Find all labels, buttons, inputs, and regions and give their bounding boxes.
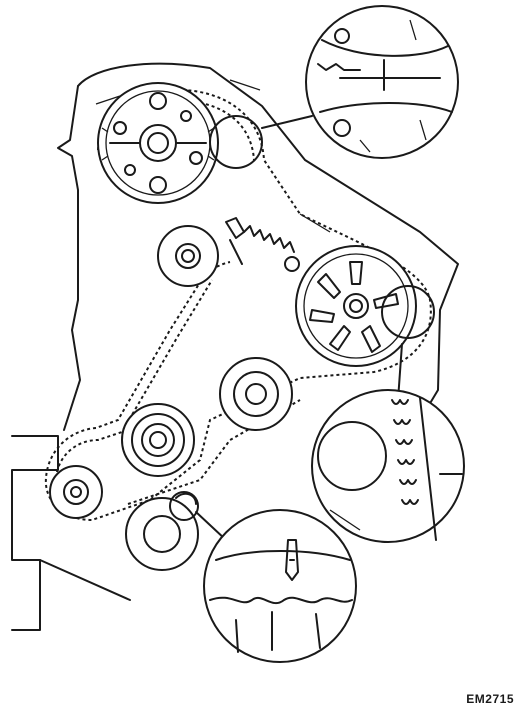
detail-pump-mark [311,389,465,543]
engine-block-outline [11,62,459,631]
belt-tensioner-pulley [157,225,219,287]
crankshaft-pulley [125,492,199,571]
detail-crank-mark [203,509,357,663]
water-pump-pulley [121,403,195,477]
injection-pump-sprocket [295,245,417,367]
camshaft-sprocket [97,82,219,204]
crankshaft-sprocket [49,465,103,519]
detail-leaders [169,115,435,541]
idler-pulley [219,357,293,431]
tensioner-spring [225,217,300,272]
figure-code: EM2715 [466,692,514,706]
detail-camshaft-mark [305,5,459,159]
